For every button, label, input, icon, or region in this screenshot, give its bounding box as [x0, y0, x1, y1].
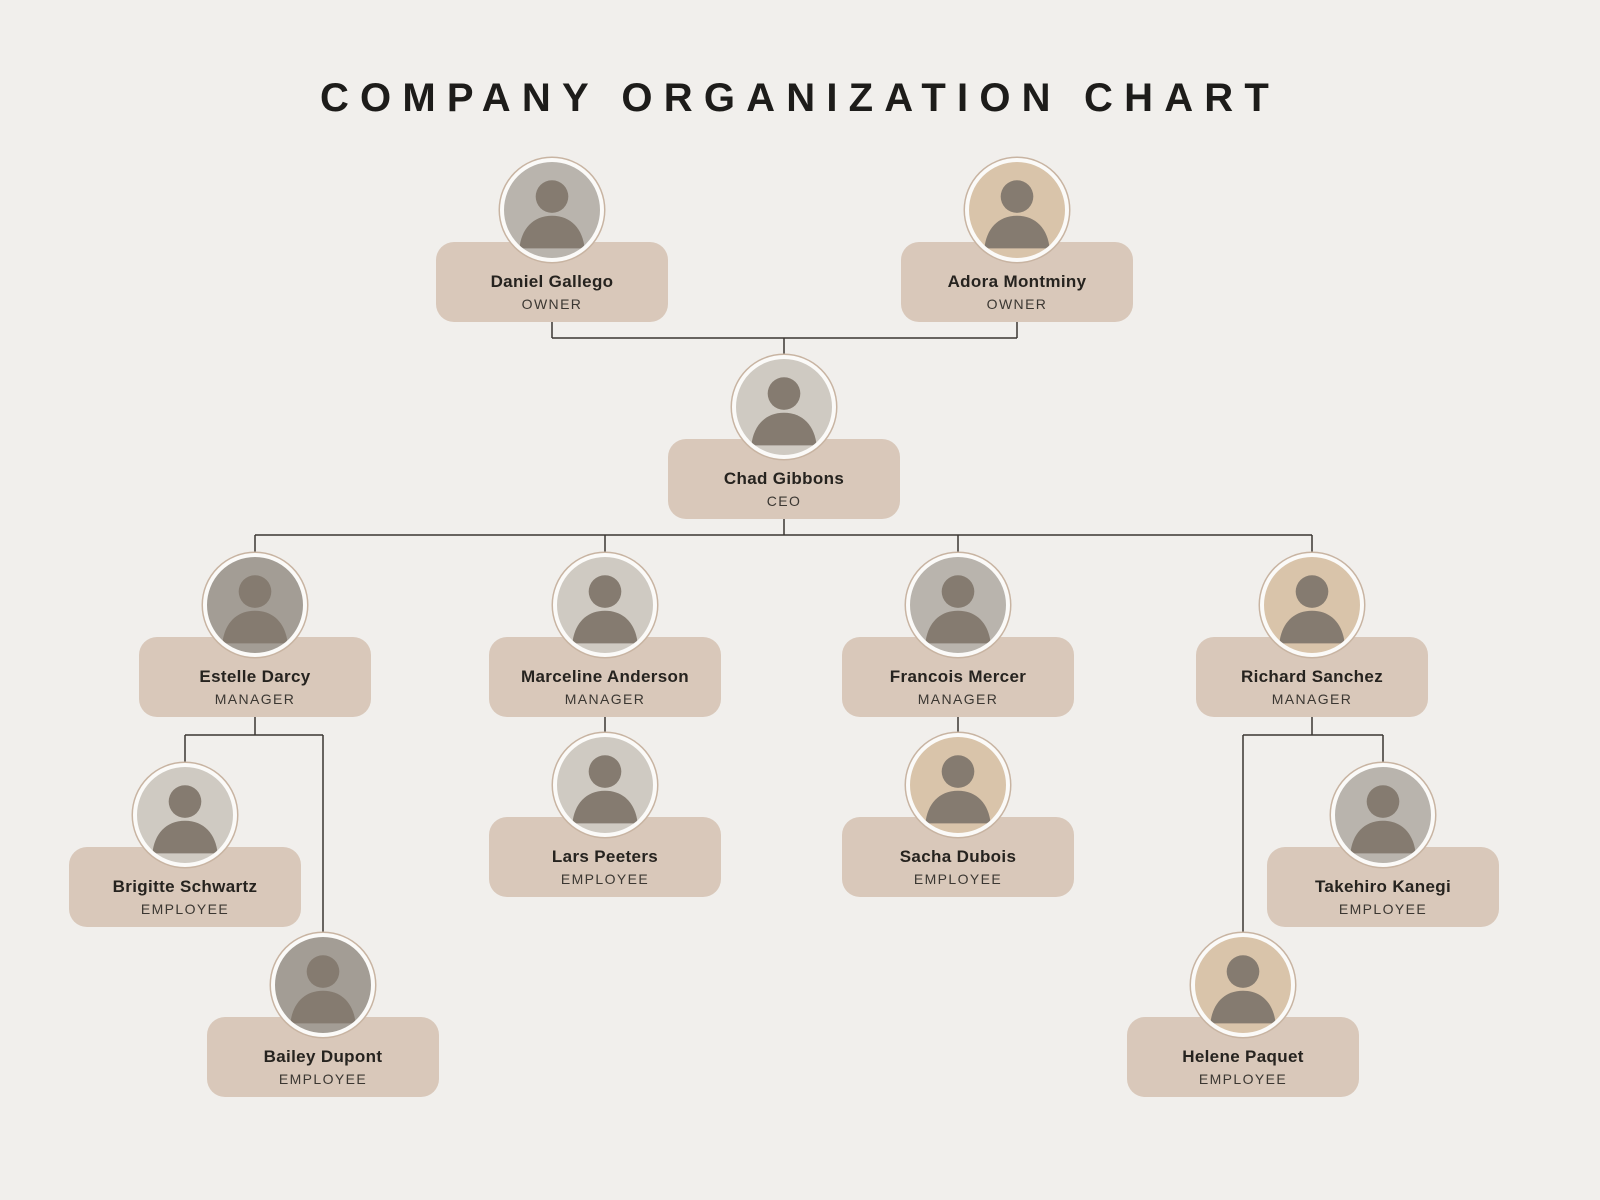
- person-name: Daniel Gallego: [490, 272, 614, 291]
- person-name: Helene Paquet: [1182, 1047, 1304, 1066]
- avatar-bailey-dupont: [271, 933, 375, 1037]
- avatar-marceline-anderson: [553, 553, 657, 657]
- person-name: Sacha Dubois: [899, 847, 1017, 866]
- org-node-sacha-dubois: Sacha Dubois EMPLOYEE: [842, 733, 1074, 897]
- person-role: CEO: [766, 493, 802, 509]
- person-role: EMPLOYEE: [1198, 1071, 1288, 1087]
- person-card: Takehiro Kanegi EMPLOYEE: [1267, 847, 1499, 927]
- person-role: OWNER: [986, 296, 1048, 312]
- avatar-chad-gibbons: [732, 355, 836, 459]
- org-node-lars-peeters: Lars Peeters EMPLOYEE: [489, 733, 721, 897]
- avatar-takehiro-kanegi: [1331, 763, 1435, 867]
- person-name: Brigitte Schwartz: [112, 877, 258, 896]
- person-role: MANAGER: [564, 691, 646, 707]
- person-name: Estelle Darcy: [199, 667, 311, 686]
- org-node-chad-gibbons: Chad Gibbons CEO: [668, 355, 900, 519]
- org-node-daniel-gallego: Daniel Gallego OWNER: [436, 158, 668, 322]
- org-node-estelle-darcy: Estelle Darcy MANAGER: [139, 553, 371, 717]
- person-name: Chad Gibbons: [723, 469, 845, 488]
- org-node-takehiro-kanegi: Takehiro Kanegi EMPLOYEE: [1267, 763, 1499, 927]
- person-card: Francois Mercer MANAGER: [842, 637, 1074, 717]
- person-name: Takehiro Kanegi: [1314, 877, 1452, 896]
- avatar-brigitte-schwartz: [133, 763, 237, 867]
- org-node-brigitte-schwartz: Brigitte Schwartz EMPLOYEE: [69, 763, 301, 927]
- person-name: Adora Montminy: [947, 272, 1087, 291]
- person-role: EMPLOYEE: [913, 871, 1003, 887]
- org-node-adora-montminy: Adora Montminy OWNER: [901, 158, 1133, 322]
- avatar-adora-montminy: [965, 158, 1069, 262]
- org-node-helene-paquet: Helene Paquet EMPLOYEE: [1127, 933, 1359, 1097]
- avatar-lars-peeters: [553, 733, 657, 837]
- org-node-bailey-dupont: Bailey Dupont EMPLOYEE: [207, 933, 439, 1097]
- person-name: Bailey Dupont: [263, 1047, 383, 1066]
- avatar-helene-paquet: [1191, 933, 1295, 1037]
- person-role: OWNER: [521, 296, 583, 312]
- person-role: EMPLOYEE: [278, 1071, 368, 1087]
- person-name: Francois Mercer: [889, 667, 1027, 686]
- person-role: MANAGER: [1271, 691, 1353, 707]
- person-role: MANAGER: [214, 691, 296, 707]
- person-role: MANAGER: [917, 691, 999, 707]
- person-name: Marceline Anderson: [521, 667, 689, 686]
- org-node-francois-mercer: Francois Mercer MANAGER: [842, 553, 1074, 717]
- avatar-richard-sanchez: [1260, 553, 1364, 657]
- person-card: Richard Sanchez MANAGER: [1196, 637, 1428, 717]
- avatar-daniel-gallego: [500, 158, 604, 262]
- person-name: Lars Peeters: [551, 847, 659, 866]
- org-node-marceline-anderson: Marceline Anderson MANAGER: [489, 553, 721, 717]
- org-node-richard-sanchez: Richard Sanchez MANAGER: [1196, 553, 1428, 717]
- avatar-estelle-darcy: [203, 553, 307, 657]
- person-role: EMPLOYEE: [560, 871, 650, 887]
- avatar-sacha-dubois: [906, 733, 1010, 837]
- person-role: EMPLOYEE: [140, 901, 230, 917]
- page-title: COMPANY ORGANIZATION CHART: [319, 76, 1281, 120]
- person-name: Richard Sanchez: [1240, 667, 1384, 686]
- avatar-francois-mercer: [906, 553, 1010, 657]
- person-role: EMPLOYEE: [1338, 901, 1428, 917]
